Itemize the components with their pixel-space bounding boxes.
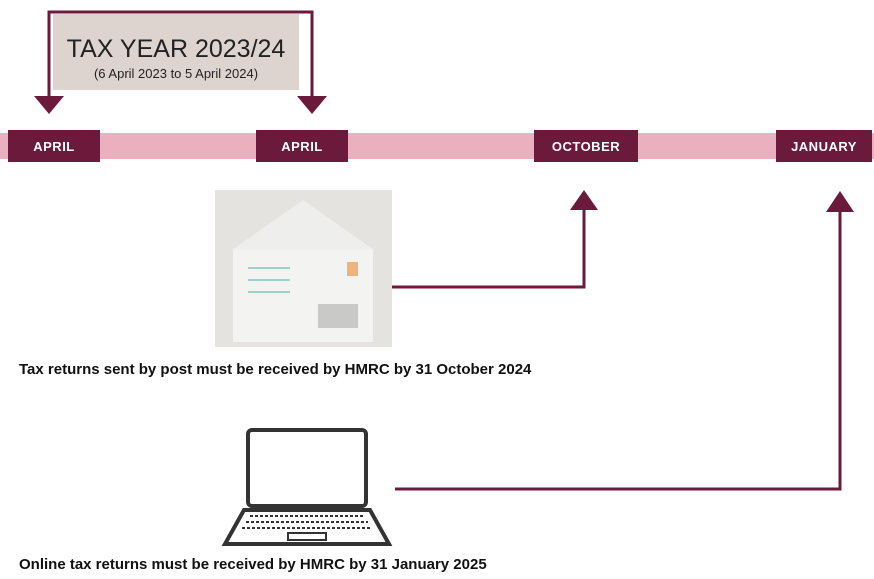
month-label-april-end: APRIL <box>256 130 348 162</box>
arrow-to-january <box>826 191 854 212</box>
tax-year-bracket <box>47 10 314 97</box>
tax-year-box: TAX YEAR 2023/24 (6 April 2023 to 5 Apri… <box>53 14 299 90</box>
tax-year-title: TAX YEAR 2023/24 <box>66 35 286 63</box>
timeline-band <box>0 133 874 159</box>
laptop-icon <box>221 428 393 546</box>
connector-to-october <box>392 208 586 289</box>
month-label-april-start: APRIL <box>8 130 100 162</box>
connector-to-january <box>395 210 842 491</box>
envelope-icon <box>215 190 392 347</box>
month-label-october: OCTOBER <box>534 130 638 162</box>
arrow-to-april-start <box>34 96 64 114</box>
tax-year-subtitle: (6 April 2023 to 5 April 2024) <box>93 66 259 81</box>
month-label-january: JANUARY <box>776 130 872 162</box>
caption-online: Online tax returns must be received by H… <box>19 556 487 573</box>
arrow-to-april-end <box>297 96 327 114</box>
arrow-to-october <box>570 190 598 210</box>
caption-post: Tax returns sent by post must be receive… <box>19 361 532 378</box>
